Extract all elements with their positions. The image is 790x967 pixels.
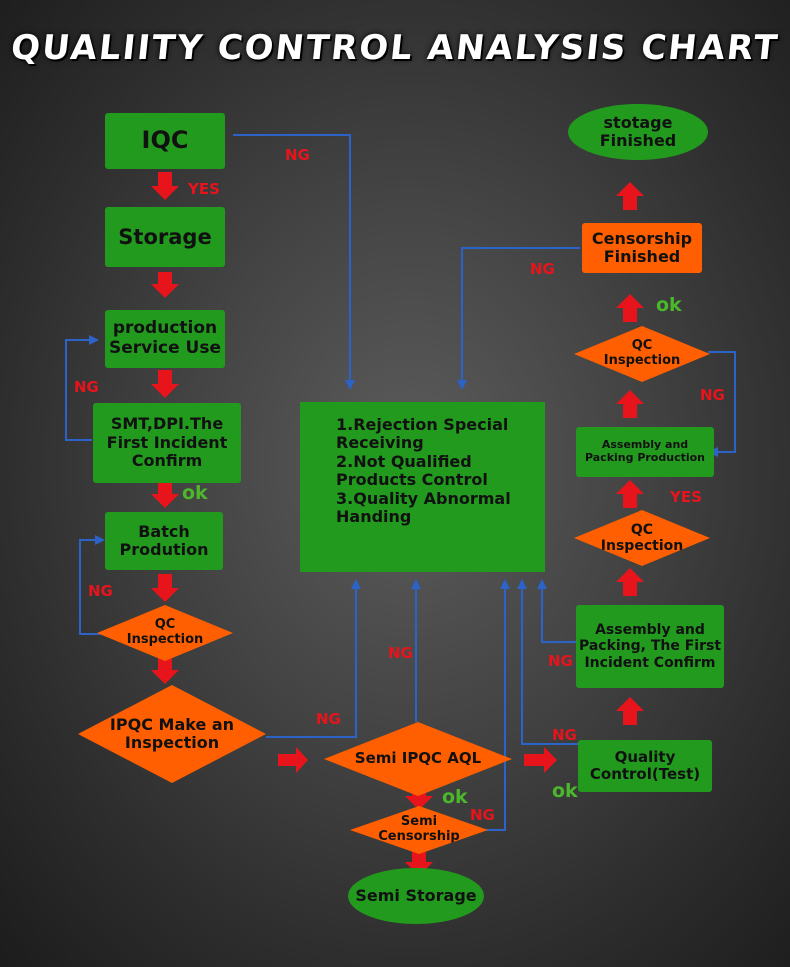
label-ng-censorship: NG bbox=[530, 260, 555, 278]
ng-line-qc-right bbox=[708, 351, 736, 457]
label-ng-qc-right: NG bbox=[700, 386, 725, 404]
label-yes-storage: YES bbox=[188, 180, 220, 198]
arrow-production-smt bbox=[151, 370, 179, 398]
node-quality-line-2: Control(Test) bbox=[589, 765, 701, 783]
arrow-smt-batch bbox=[151, 480, 179, 508]
node-semi-censorship-line-1: Semi bbox=[400, 814, 438, 830]
node-censorship-line-2: Finished bbox=[603, 247, 681, 266]
node-semi-storage: Semi Storage bbox=[348, 868, 484, 924]
node-storage: Storage bbox=[105, 207, 225, 267]
label-ng-qc-left: NG bbox=[88, 582, 113, 600]
node-batch-production: Batch Prodution bbox=[105, 512, 223, 570]
node-ipqc-line-1: IPQC Make an bbox=[109, 714, 235, 734]
arrow-semi-censorship-storage bbox=[405, 850, 433, 876]
center-line-3: 2.Not Qualified bbox=[336, 451, 472, 471]
center-line-1: 1.Rejection Special bbox=[336, 415, 509, 434]
label-ok-smt: ok bbox=[182, 482, 208, 504]
node-qc-right-upper-line-2: Inspection bbox=[603, 353, 681, 368]
node-production-service-use: production Service Use bbox=[105, 310, 225, 368]
label-ng-semi-aql: NG bbox=[388, 644, 413, 662]
arrow-quality-assembly bbox=[616, 697, 644, 725]
chart-title: QUALIITY CONTROL ANALYSIS CHART bbox=[9, 28, 781, 68]
arrow-storage-production bbox=[151, 272, 179, 298]
arrow-iqc-storage bbox=[151, 172, 179, 200]
label-ng-iqc: NG bbox=[285, 146, 310, 164]
node-ipqc-line-2: Inspection bbox=[124, 733, 220, 752]
node-storage-finished-line-1: stotage bbox=[603, 112, 673, 132]
node-production-line-1: production bbox=[112, 318, 218, 339]
node-smt-line-2: First Incident bbox=[106, 432, 228, 452]
label-ng-quality: NG bbox=[552, 726, 577, 744]
node-storage-label: Storage bbox=[118, 224, 212, 249]
node-storage-finished-line-2: Finished bbox=[599, 131, 677, 150]
center-line-4: Products Control bbox=[336, 470, 488, 490]
node-assembly-packing-line-2: Packing Production bbox=[584, 451, 706, 464]
node-assembly-confirm-line-1: Assembly and bbox=[595, 622, 705, 639]
arrow-qc-lower-assembly bbox=[616, 480, 644, 508]
node-production-line-2: Service Use bbox=[108, 338, 222, 358]
center-line-2: Receiving bbox=[336, 433, 424, 453]
arrow-assembly-qc-upper bbox=[616, 390, 644, 418]
node-assembly-packing-production: Assembly and Packing Production bbox=[576, 427, 714, 477]
label-ng-ipqc: NG bbox=[316, 710, 341, 728]
center-line-5: 3.Quality Abnormal bbox=[336, 488, 511, 508]
ng-line-semi-censorship bbox=[466, 579, 510, 831]
node-iqc-label: IQC bbox=[141, 126, 189, 155]
node-censorship-finished: Censorship Finished bbox=[582, 223, 702, 273]
node-smt-line-1: SMT,DPI.The bbox=[110, 414, 224, 434]
node-semi-storage-label: Semi Storage bbox=[355, 885, 477, 905]
label-ok-semi-aql: ok bbox=[442, 786, 468, 808]
arrow-assembly-qc-lower bbox=[616, 568, 644, 596]
ng-line-assembly-confirm bbox=[537, 579, 578, 643]
label-ng-smt: NG bbox=[74, 378, 99, 396]
node-assembly-confirm-line-2: Packing, The First bbox=[578, 638, 722, 655]
center-line-6: Handing bbox=[336, 506, 412, 526]
node-semi-aql-label: Semi IPQC AQL bbox=[354, 749, 482, 768]
node-assembly-first-confirm: Assembly and Packing, The First Incident… bbox=[576, 605, 724, 688]
arrow-qc-upper-censorship bbox=[616, 294, 644, 322]
node-qc-right-lower-line-2: Inspection bbox=[600, 538, 684, 554]
ng-line-iqc bbox=[233, 134, 355, 390]
label-ok-qc-right: ok bbox=[656, 294, 682, 316]
node-qc-right-lower-line-1: QC bbox=[630, 521, 654, 538]
node-qc-left-line-2: Inspection bbox=[126, 632, 204, 647]
node-semi-censorship-line-2: Censorship bbox=[378, 829, 460, 844]
node-batch-line-1: Batch bbox=[138, 521, 190, 541]
arrow-qc-ipqc bbox=[151, 656, 179, 684]
label-ng-assembly-confirm: NG bbox=[548, 652, 573, 670]
node-qc-right-upper-line-1: QC bbox=[631, 338, 653, 354]
ng-line-quality-control bbox=[517, 579, 578, 745]
node-quality-line-1: Quality bbox=[614, 747, 676, 766]
node-center-box: 1.Rejection Special Receiving 2.Not Qual… bbox=[300, 402, 545, 572]
arrow-censorship-storage bbox=[616, 182, 644, 210]
node-batch-line-2: Prodution bbox=[119, 540, 209, 559]
ng-line-censorship bbox=[457, 247, 580, 390]
label-yes-assembly: YES bbox=[670, 488, 702, 506]
label-ok-quality: ok bbox=[552, 780, 578, 802]
node-smt-line-3: Confirm bbox=[131, 451, 203, 471]
arrow-ipqc-semi-aql bbox=[278, 747, 308, 773]
node-storage-finished: stotage Finished bbox=[568, 104, 708, 160]
arrow-semi-aql-quality bbox=[524, 747, 557, 773]
node-iqc: IQC bbox=[105, 113, 225, 169]
node-assembly-packing-line-1: Assembly and bbox=[601, 438, 689, 452]
node-smt-dpi: SMT,DPI.The First Incident Confirm bbox=[93, 403, 241, 483]
ng-line-ipqc bbox=[266, 579, 361, 738]
node-censorship-line-1: Censorship bbox=[591, 228, 693, 248]
ng-line-smt bbox=[65, 335, 99, 441]
node-qc-left-line-1: QC bbox=[154, 617, 176, 633]
node-assembly-confirm-line-3: Incident Confirm bbox=[584, 654, 716, 671]
node-quality-control-test: Quality Control(Test) bbox=[578, 740, 712, 792]
arrow-batch-qc bbox=[151, 574, 179, 602]
label-ng-semi-censorship: NG bbox=[470, 806, 495, 824]
